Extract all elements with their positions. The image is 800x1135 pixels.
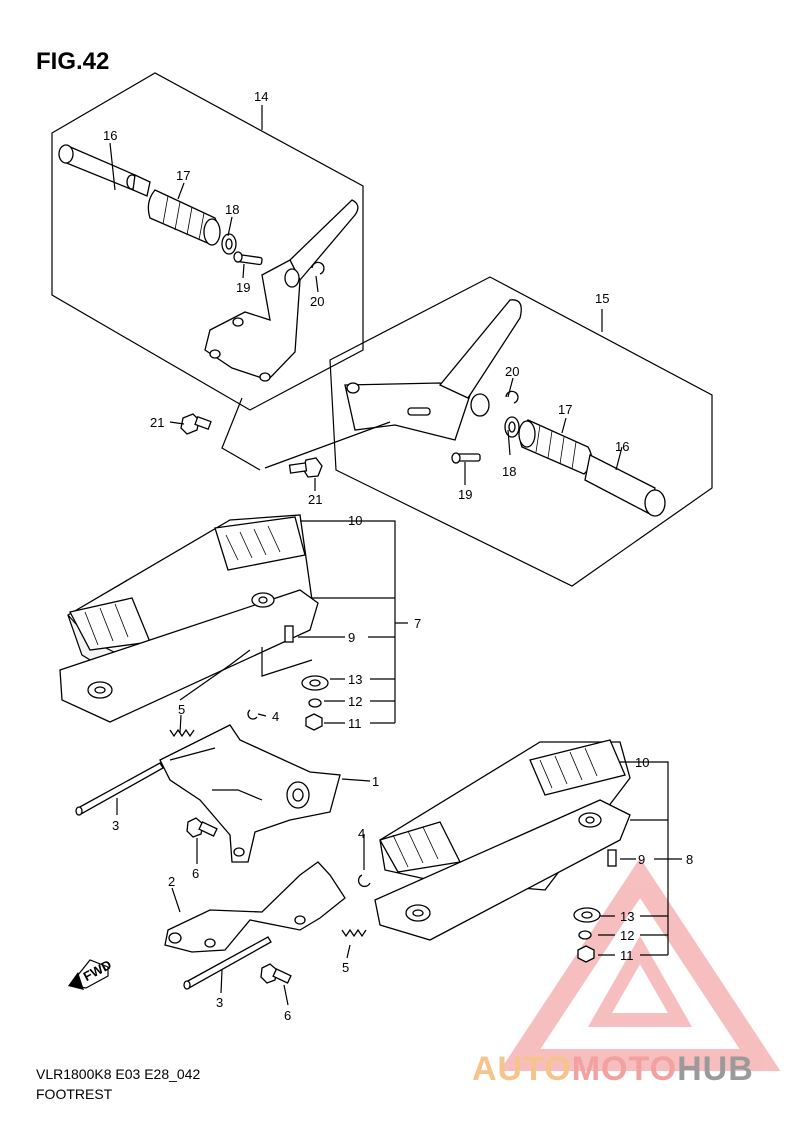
bracket-1 <box>159 724 341 863</box>
callout-13-right: 13 <box>620 909 634 924</box>
figure-name: FOOTREST <box>36 1086 113 1102</box>
bolt-6-left <box>186 817 218 838</box>
callout-5-left: 5 <box>178 702 185 717</box>
watermark-text: AUTOMOTOHUB <box>472 1050 754 1089</box>
e-clip-20-left <box>311 261 325 275</box>
bolt-21-left <box>180 413 212 435</box>
kit-14-box <box>51 72 364 411</box>
callout-17-left: 17 <box>176 168 190 183</box>
callout-21-right: 21 <box>308 492 322 507</box>
nut-11-left <box>305 713 323 731</box>
bracket-15-right <box>344 299 522 441</box>
footpeg-pin-16-left <box>58 144 151 197</box>
callout-9-left: 9 <box>348 630 355 645</box>
e-clip-20-right <box>505 390 519 404</box>
callout-15: 15 <box>595 291 609 306</box>
callout-13-left: 13 <box>348 672 362 687</box>
callout-19-left: 19 <box>236 280 250 295</box>
watermark-part-moto: MOTO <box>571 1050 678 1088</box>
watermark-part-hub: HUB <box>677 1050 754 1088</box>
footpeg-rubber-17-right <box>518 419 593 475</box>
callout-17-right: 17 <box>558 402 572 417</box>
spring-5-right <box>341 928 367 938</box>
bolt-9-left <box>284 625 294 643</box>
bolt-6-right <box>260 963 292 984</box>
figure-code: VLR1800K8 E03 E28_042 <box>36 1066 201 1082</box>
washer-18-right <box>504 416 520 438</box>
washer-18-left <box>221 233 237 255</box>
callout-9-right: 9 <box>638 852 645 867</box>
figure-title: FIG.42 <box>36 48 110 75</box>
footpeg-pin-16-right <box>584 454 666 517</box>
callout-12-right: 12 <box>620 928 634 943</box>
callout-11-right: 11 <box>620 948 634 963</box>
callout-19-right: 19 <box>458 487 472 502</box>
bracket-2 <box>164 861 346 953</box>
bolt-9-right <box>607 849 617 867</box>
callout-18-left: 18 <box>225 202 239 217</box>
nut-11-right <box>577 945 595 963</box>
clevis-pin-19-right <box>451 452 481 464</box>
callout-18-right: 18 <box>502 464 516 479</box>
pin-3-left <box>75 762 164 816</box>
fwd-arrow-icon: FWD <box>68 957 114 990</box>
callout-16-right: 16 <box>615 439 629 454</box>
washer-13-left <box>301 675 329 691</box>
e-clip-4-left <box>247 709 258 720</box>
floorboard-base-7-left <box>59 589 319 723</box>
callout-1: 1 <box>372 774 379 789</box>
callout-11-left: 11 <box>348 716 362 731</box>
callout-8: 8 <box>686 852 693 867</box>
callout-10-left: 10 <box>348 513 362 528</box>
footpeg-rubber-17-left <box>147 189 221 246</box>
callout-4-left: 4 <box>272 709 279 724</box>
callout-20-left: 20 <box>310 294 324 309</box>
e-clip-4-right <box>358 874 371 887</box>
washer-12-right <box>578 930 592 940</box>
callout-3-left: 3 <box>112 818 119 833</box>
callout-4-right: 4 <box>358 826 365 841</box>
callout-14: 14 <box>254 89 268 104</box>
callout-21-left: 21 <box>150 415 164 430</box>
spring-5-left <box>169 728 195 738</box>
callout-3-right: 3 <box>216 995 223 1010</box>
watermark-part-auto: AUTO <box>472 1050 572 1088</box>
washer-13-right <box>573 907 601 923</box>
bracket-14-left <box>204 199 359 382</box>
washer-12-left <box>308 698 322 708</box>
callout-20-right: 20 <box>505 364 519 379</box>
clevis-pin-19-left <box>233 251 263 266</box>
kit-15-box <box>329 276 713 587</box>
callout-5-right: 5 <box>342 960 349 975</box>
bolt-21-right <box>288 457 323 478</box>
callout-12-left: 12 <box>348 694 362 709</box>
watermark-logo <box>499 858 781 1071</box>
callout-10-right: 10 <box>635 755 649 770</box>
callout-7: 7 <box>414 616 421 631</box>
pin-3-right <box>183 936 272 990</box>
callout-6-left: 6 <box>192 866 199 881</box>
callout-6-right: 6 <box>284 1008 291 1023</box>
callout-2: 2 <box>168 874 175 889</box>
callout-16-left: 16 <box>103 128 117 143</box>
floorboard-base-8-right <box>374 799 631 941</box>
